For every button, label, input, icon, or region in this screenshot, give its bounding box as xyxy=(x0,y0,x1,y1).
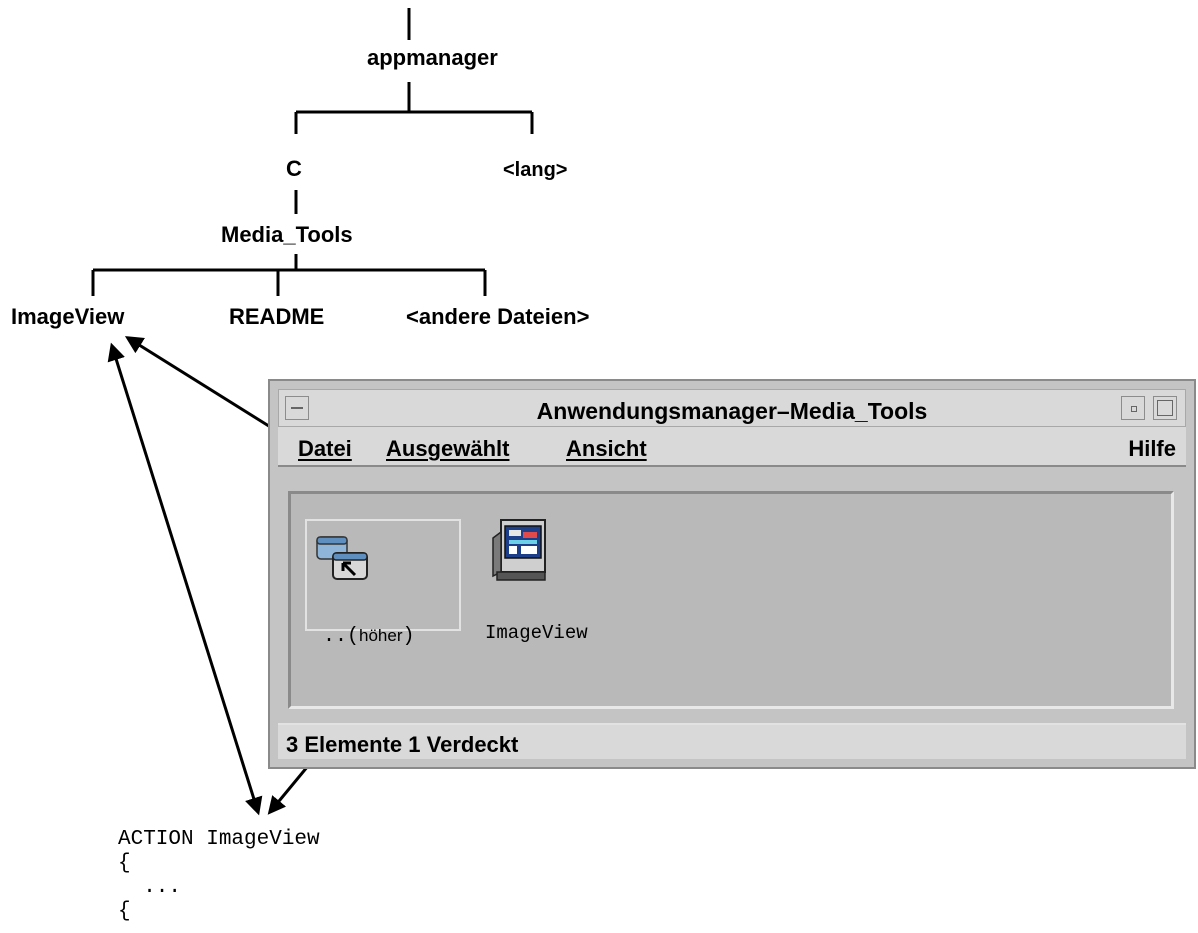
tree-node-c: C xyxy=(286,156,302,181)
menu-datei[interactable]: Datei xyxy=(298,436,352,461)
status-bar: 3 Elemente 1 Verdeckt xyxy=(278,723,1186,759)
code-line: ACTION ImageView xyxy=(118,828,320,851)
window-menu-button[interactable] xyxy=(285,396,309,420)
menu-hilfe[interactable]: Hilfe xyxy=(1128,436,1176,461)
tree-node-imageview: ImageView xyxy=(11,304,125,329)
code-line: { xyxy=(118,900,131,923)
tree-node-appmanager: appmanager xyxy=(367,45,498,70)
tree-connectors xyxy=(91,8,534,296)
action-code-snippet: ACTION ImageView { ... { xyxy=(118,828,320,924)
minimize-button[interactable] xyxy=(1121,396,1145,420)
application-manager-window: Anwendungsmanager–Media_Tools Datei Ausg… xyxy=(268,379,1196,769)
window-titlebar[interactable]: Anwendungsmanager–Media_Tools xyxy=(278,389,1186,427)
imageview-app-icon xyxy=(492,519,546,581)
menu-ansicht[interactable]: Ansicht xyxy=(566,436,647,461)
code-line: { xyxy=(118,852,131,875)
tree-node-lang: <lang> xyxy=(503,159,568,181)
parent-folder-label: ..(höher) xyxy=(323,625,415,648)
menu-bar: Datei Ausgewählt Ansicht Hilfe xyxy=(278,427,1186,467)
tree-node-andere-dateien: <andere Dateien> xyxy=(406,304,590,329)
status-text: 3 Elemente 1 Verdeckt xyxy=(286,732,519,757)
code-line: ... xyxy=(118,876,182,899)
window-title: Anwendungsmanager–Media_Tools xyxy=(536,398,928,424)
menu-ausgewaehlt[interactable]: Ausgewählt xyxy=(386,436,510,461)
parent-folder-item[interactable]: ..(höher) xyxy=(305,519,461,648)
file-view-area: ..(höher) ImageView xyxy=(288,491,1174,709)
imageview-item[interactable]: ImageView xyxy=(471,512,601,644)
tree-node-readme: README xyxy=(229,304,325,329)
arrow-tree-to-code xyxy=(107,342,263,816)
parent-folder-icon xyxy=(316,536,368,580)
imageview-label: ImageView xyxy=(485,622,588,644)
maximize-button[interactable] xyxy=(1153,396,1177,420)
tree-node-media-tools: Media_Tools xyxy=(221,222,353,247)
